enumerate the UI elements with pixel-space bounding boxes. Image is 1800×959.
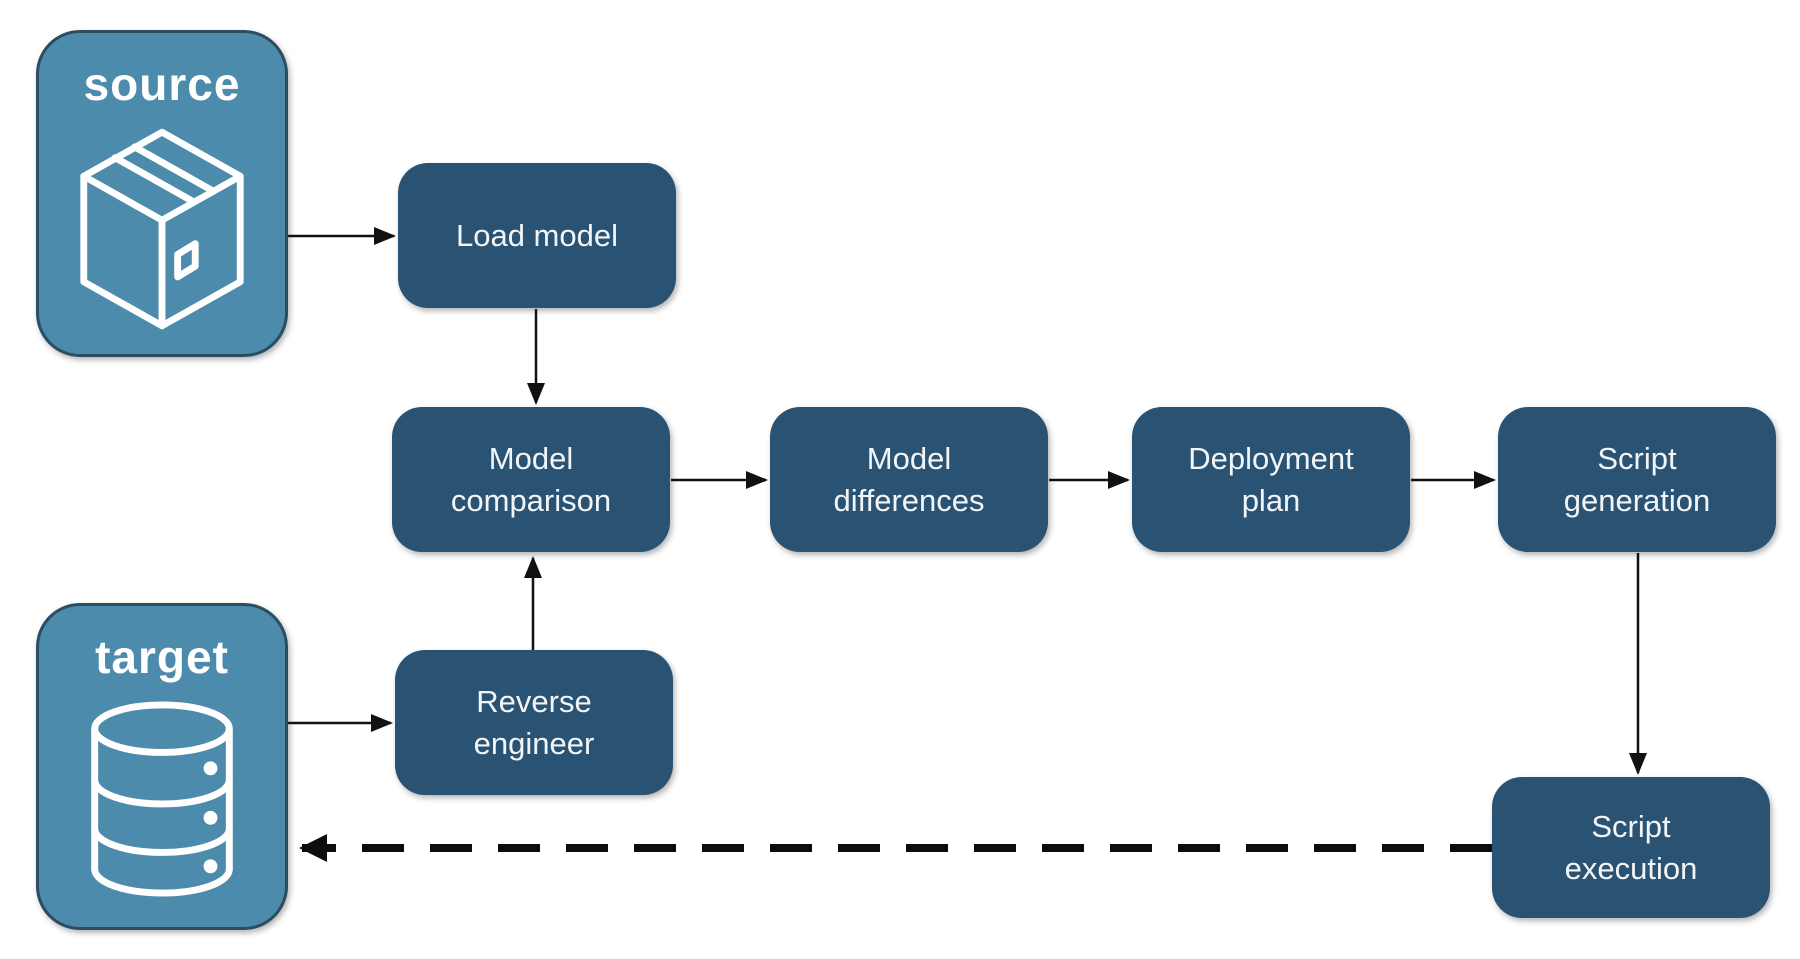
node-deployment-plan: Deployment plan xyxy=(1132,407,1410,552)
target-label: target xyxy=(95,631,229,683)
node-load-model: Load model xyxy=(398,163,676,308)
endpoint-source-box: source xyxy=(36,30,288,357)
endpoint-target-box: target xyxy=(36,603,288,930)
node-label: Reverse engineer xyxy=(473,683,595,761)
node-reverse-engineer: Reverse engineer xyxy=(395,650,673,795)
database-icon xyxy=(91,701,233,897)
node-label: Script execution xyxy=(1564,808,1698,886)
source-label: source xyxy=(83,58,241,110)
node-label: Deployment plan xyxy=(1188,440,1354,518)
node-script-execution: Script execution xyxy=(1492,777,1770,918)
package-icon xyxy=(80,128,244,329)
node-model-differences: Model differences xyxy=(770,407,1048,552)
node-label: Load model xyxy=(455,217,618,253)
node-script-generation: Script generation xyxy=(1498,407,1776,552)
node-label: Model differences xyxy=(833,440,985,518)
node-model-comparison: Model comparison xyxy=(392,407,670,552)
node-label: Model comparison xyxy=(450,440,612,518)
node-label: Script generation xyxy=(1563,440,1711,518)
